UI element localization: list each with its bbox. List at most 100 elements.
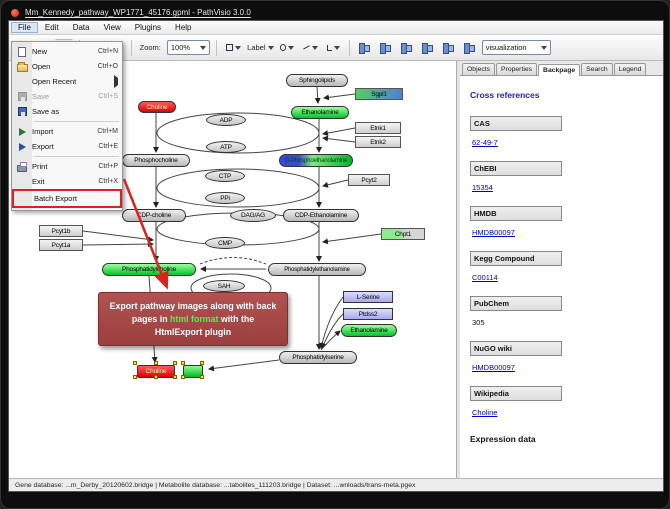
connector-tool-button[interactable]: [324, 39, 343, 57]
selected-green-node[interactable]: [183, 365, 203, 378]
pathway-node[interactable]: Etnk2: [355, 136, 401, 148]
pathway-node[interactable]: Ethanolamine: [291, 106, 349, 119]
selection-handle[interactable]: [133, 375, 137, 379]
stack-vertical-button[interactable]: [461, 39, 479, 57]
wikipedia-link[interactable]: Choline: [472, 408, 498, 417]
align-horizontal-button[interactable]: [356, 39, 374, 57]
chebi-link[interactable]: 15354: [472, 183, 493, 192]
menu-item-print[interactable]: Print Ctrl+P: [12, 159, 122, 174]
visualization-value: visualization: [485, 43, 527, 52]
menu-item-open-recent[interactable]: Open Recent: [12, 74, 122, 89]
xref-header: PubChem: [470, 296, 562, 311]
selection-handle[interactable]: [200, 361, 204, 365]
datanode-tool-button[interactable]: [223, 39, 244, 57]
selection-handle[interactable]: [154, 375, 158, 379]
menu-plugins[interactable]: Plugins: [134, 23, 162, 32]
menu-item-new[interactable]: New Ctrl+N: [12, 44, 122, 59]
pathway-node[interactable]: Phosphatidylethanolamine: [268, 263, 366, 276]
menu-help[interactable]: Help: [175, 23, 192, 32]
chevron-down-icon: [541, 45, 548, 50]
shape-tool-button[interactable]: [277, 39, 298, 57]
match-width-button[interactable]: [398, 39, 416, 57]
selection-handle[interactable]: [154, 361, 158, 365]
pathway-node[interactable]: L-Serine: [343, 291, 393, 303]
label-tool-button[interactable]: Label: [247, 39, 274, 57]
pathway-node[interactable]: Ptdss2: [343, 308, 393, 320]
chevron-down-icon: [312, 45, 318, 50]
menu-file[interactable]: File: [11, 22, 38, 33]
match-height-button[interactable]: [419, 39, 437, 57]
menu-item-save-as[interactable]: Save as: [12, 104, 122, 119]
tab-search[interactable]: Search: [581, 63, 613, 75]
xref-section-kegg: Kegg Compound C00114: [470, 251, 655, 293]
pathway-node[interactable]: Chpt1: [381, 228, 425, 240]
new-file-icon: [12, 46, 32, 57]
xref-section-chebi: ChEBI 15354: [470, 161, 655, 203]
pathway-node[interactable]: ADP: [206, 114, 246, 126]
menu-view[interactable]: View: [103, 23, 121, 32]
backpage-panel: Cross references CAS 62-49-7 ChEBI 15354…: [460, 76, 663, 444]
xref-header: CAS: [470, 116, 562, 131]
pathway-node[interactable]: ATP: [206, 141, 246, 153]
align-horizontal-icon: [359, 42, 371, 54]
file-menu: New Ctrl+N Open Ctrl+O Open Recent Save …: [11, 41, 123, 211]
pathway-node[interactable]: CTP: [205, 170, 245, 182]
menu-item-save[interactable]: Save Ctrl+S: [12, 89, 122, 104]
pathway-node[interactable]: Phosphocholine: [122, 154, 190, 167]
selection-handle[interactable]: [173, 375, 177, 379]
selection-handle[interactable]: [181, 361, 185, 365]
line-tool-button[interactable]: [300, 39, 321, 57]
pathway-node[interactable]: Choline: [138, 101, 176, 113]
pathway-node[interactable]: Sphingolipids: [286, 74, 348, 87]
xref-section-nugo: NuGO wiki HMDB00097: [470, 341, 655, 383]
stack-vertical-icon: [464, 42, 476, 54]
pathway-node[interactable]: O-Phosphoethanolamine: [279, 154, 353, 167]
toolbar-separator: [216, 39, 218, 56]
pathway-node[interactable]: Pcyt1b: [39, 225, 83, 237]
selection-handle[interactable]: [133, 361, 137, 365]
tab-legend[interactable]: Legend: [613, 63, 647, 75]
cas-link[interactable]: 62-49-7: [472, 138, 498, 147]
pubchem-value: 305: [472, 318, 485, 327]
pathway-node[interactable]: CDP-Ethanolamine: [283, 209, 359, 222]
pathway-node[interactable]: Ethanolamine: [341, 324, 397, 337]
pathway-node[interactable]: Phosphatidylcholine: [102, 263, 196, 276]
pathway-node[interactable]: Phosphatidylserine: [279, 351, 357, 364]
pathway-node[interactable]: CMP: [205, 237, 245, 249]
selection-handle[interactable]: [181, 375, 185, 379]
selection-handle[interactable]: [200, 375, 204, 379]
nugo-link[interactable]: HMDB00097: [472, 363, 515, 372]
pathway-node[interactable]: CDP-choline: [122, 209, 186, 222]
pathway-node[interactable]: Etnk1: [355, 122, 401, 134]
visualization-combobox[interactable]: visualization: [481, 40, 552, 55]
menu-data[interactable]: Data: [72, 23, 90, 32]
xref-section-hmdb: HMDB HMDB00097: [470, 206, 655, 248]
tab-backpage[interactable]: Backpage: [538, 64, 581, 76]
tab-properties[interactable]: Properties: [496, 63, 538, 75]
selection-handle[interactable]: [173, 361, 177, 365]
pathway-node[interactable]: DAG/AG: [230, 209, 276, 222]
match-width-icon: [401, 42, 413, 54]
menu-item-open[interactable]: Open Ctrl+O: [12, 59, 122, 74]
pathway-node[interactable]: PPi: [205, 192, 245, 204]
menu-item-exit[interactable]: Exit Ctrl+X: [32, 177, 118, 186]
menu-item-import[interactable]: Import Ctrl+M: [12, 124, 122, 139]
hmdb-link[interactable]: HMDB00097: [472, 228, 515, 237]
connector-icon: [327, 44, 332, 51]
menu-edit[interactable]: Edit: [44, 23, 59, 32]
zoom-combobox[interactable]: 100%: [166, 40, 211, 55]
menu-item-export[interactable]: Export Ctrl+E: [12, 139, 122, 154]
tab-objects[interactable]: Objects: [462, 63, 496, 75]
pathway-node[interactable]: Pcyt2: [348, 174, 390, 186]
panel-splitter[interactable]: [457, 61, 460, 478]
align-vertical-button[interactable]: [377, 39, 395, 57]
pathway-node[interactable]: Sgpl1: [355, 88, 403, 100]
menu-item-batch-export[interactable]: Batch Export: [12, 189, 122, 208]
stack-horizontal-button[interactable]: [440, 39, 458, 57]
xref-header: Wikipedia: [470, 386, 562, 401]
pathway-node[interactable]: Pcyt1a: [39, 239, 83, 251]
kegg-link[interactable]: C00114: [472, 273, 498, 282]
xref-section-cas: CAS 62-49-7: [470, 116, 655, 158]
pathway-node[interactable]: SAH: [203, 280, 245, 292]
label-tool-text: Label: [247, 43, 266, 52]
